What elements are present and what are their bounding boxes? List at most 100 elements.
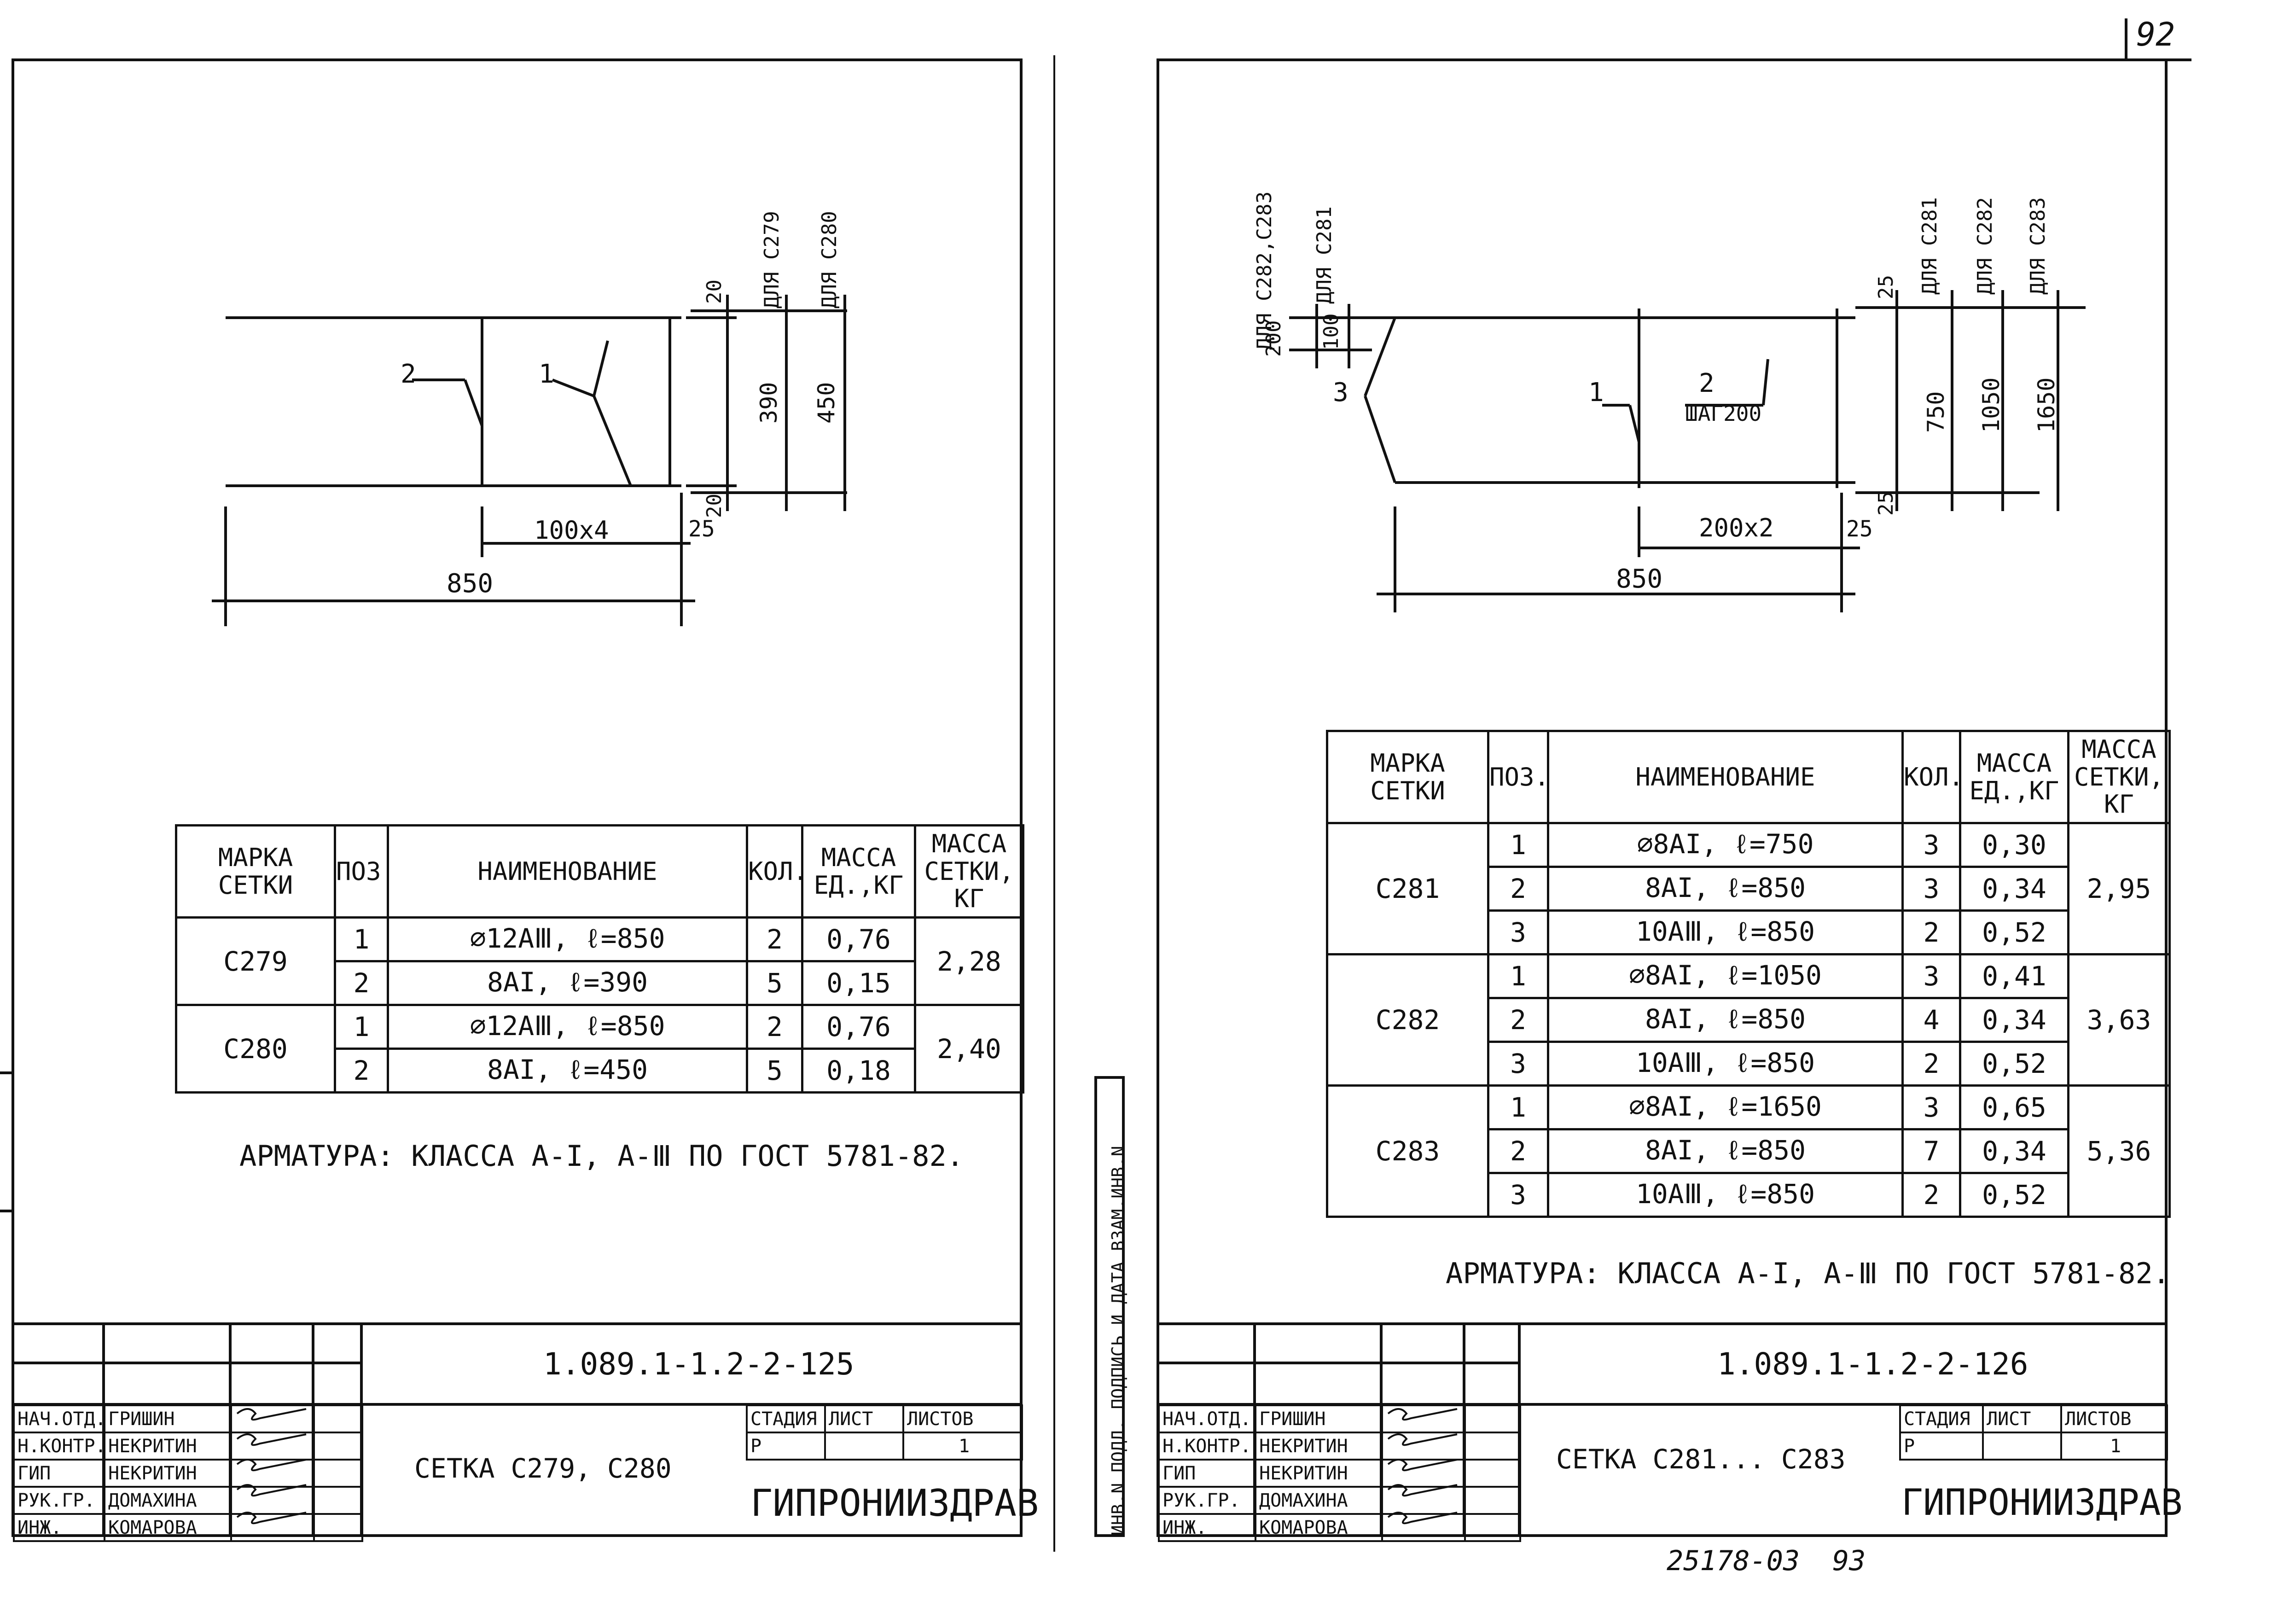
right-dim-width: 850 <box>1616 564 1663 594</box>
table-row: С281 1 ∅8АI, ℓ=750 3 0,30 2,95 <box>1326 822 2171 955</box>
staff-role: НАЧ.ОТД. <box>13 1404 105 1433</box>
staff-role: ГИП <box>1158 1459 1256 1488</box>
signature <box>230 1432 315 1461</box>
left-dim-step: 100x4 <box>534 516 609 545</box>
staff-name: ГРИШИН <box>104 1404 232 1433</box>
signature <box>230 1486 315 1515</box>
sheets-label: ЛИСТОВ <box>902 1404 1023 1433</box>
right-pos3-label: 3 <box>1333 378 1348 407</box>
left-dim-top: 20 <box>703 279 726 304</box>
name-cell: 10АⅢ, ℓ=850 <box>1547 1041 1904 1087</box>
staff-role: Н.КОНТР. <box>1158 1432 1256 1461</box>
name-cell: 8АI, ℓ=850 <box>1547 866 1904 912</box>
qty-cell: 2 <box>746 916 803 962</box>
table-row: С279 1 ∅12АⅢ, ℓ=850 2 0,76 2,28 <box>175 916 1024 1006</box>
mark-cell: С279 <box>175 916 336 1006</box>
right-dim-750: 750 <box>1923 391 1949 433</box>
right-step-note: ШАГ200 <box>1685 401 1762 426</box>
mark-cell: С283 <box>1326 1084 1489 1218</box>
col-pos-header: ПОЗ. <box>1487 730 1549 824</box>
mark-cell: С282 <box>1326 953 1489 1087</box>
bottom-code: 25178-03 <box>1667 1545 1800 1577</box>
left-dim-edge: 25 <box>688 516 715 542</box>
right-drawing-title: СЕТКА С281... С283 <box>1556 1444 1846 1475</box>
staff-role: ГИП <box>13 1459 105 1488</box>
staff-name: КОМАРОВА <box>1255 1513 1383 1542</box>
table-row: 2 8АI, ℓ=850 4 0,34 <box>1327 997 2170 1043</box>
qty-cell: 5 <box>746 960 803 1006</box>
qty-cell: 2 <box>1901 909 1961 955</box>
pos-cell: 3 <box>1487 1041 1549 1087</box>
left-drawing-title: СЕТКА С279, С280 <box>414 1453 672 1484</box>
unit-mass-cell: 0,34 <box>1959 997 2069 1043</box>
right-dim-step: 200x2 <box>1699 513 1774 542</box>
unit-mass-cell: 0,52 <box>1959 1172 2069 1218</box>
mesh-mass-cell: 3,63 <box>2067 953 2171 1087</box>
stage-value: Р <box>746 1432 826 1461</box>
qty-cell: 2 <box>1901 1041 1961 1087</box>
table-row: 2 8АI, ℓ=850 7 0,34 <box>1327 1128 2170 1174</box>
col-mark-header: МАРКА СЕТКИ <box>1326 730 1489 824</box>
right-for-c281: ДЛЯ С281 <box>1918 197 1941 295</box>
mark-cell: С281 <box>1326 822 1489 955</box>
col-unit-mass-header: МАССА ЕД.,КГ <box>801 824 916 919</box>
name-cell: ∅12АⅢ, ℓ=850 <box>387 916 748 962</box>
unit-mass-cell: 0,52 <box>1959 909 2069 955</box>
right-dim-top: 25 <box>1874 275 1898 299</box>
left-note: АРМАТУРА: КЛАССА А-I, А-Ⅲ ПО ГОСТ 5781-8… <box>239 1139 964 1173</box>
signature <box>1381 1459 1466 1488</box>
right-dim-1650: 1650 <box>2033 377 2060 433</box>
name-cell: ∅8АI, ℓ=1650 <box>1547 1084 1904 1130</box>
left-pos2-label: 2 <box>401 359 416 389</box>
name-cell: 10АⅢ, ℓ=850 <box>1547 909 1904 955</box>
sheet-label: ЛИСТ <box>1982 1404 2062 1433</box>
right-note: АРМАТУРА: КЛАССА А-I, А-Ⅲ ПО ГОСТ 5781-8… <box>1446 1257 2170 1290</box>
left-organization: ГИПРОНИИЗДРАВ <box>750 1482 1039 1525</box>
stage-label: СТАДИЯ <box>1899 1404 1984 1433</box>
left-dim-bottom: 20 <box>703 494 726 518</box>
table-row: 2 8АI, ℓ=850 3 0,34 <box>1327 866 2170 912</box>
pos-cell: 1 <box>334 916 389 962</box>
table-row: С283 1 ∅8АI, ℓ=1650 3 0,65 5,36 <box>1326 1084 2171 1218</box>
unit-mass-cell: 0,76 <box>801 916 916 962</box>
table-row: 3 10АⅢ, ℓ=850 2 0,52 <box>1327 909 2170 955</box>
table-row: 3 10АⅢ, ℓ=850 2 0,52 <box>1327 1172 2170 1218</box>
sheet-value <box>824 1432 904 1461</box>
side-stamp: ИНВ.N ПОДЛ. ПОДПИСЬ И ДАТА ВЗАМ.ИНВ.N <box>1108 1146 1128 1536</box>
col-pos-header: ПОЗ. <box>334 824 389 919</box>
pos-cell: 1 <box>1487 1084 1549 1130</box>
mark-cell: С280 <box>175 1004 336 1094</box>
staff-name: НЕКРИТИН <box>1255 1432 1383 1461</box>
col-mesh-mass-header: МАССА СЕТКИ, КГ <box>2067 730 2171 824</box>
staff-name: КОМАРОВА <box>104 1513 232 1542</box>
left-dim-390: 390 <box>756 382 782 424</box>
stage-label: СТАДИЯ <box>746 1404 826 1433</box>
unit-mass-cell: 0,30 <box>1959 822 2069 868</box>
table-row: С282 1 ∅8АI, ℓ=1050 3 0,41 3,63 <box>1326 953 2171 1087</box>
right-dim-200: 200 <box>1262 320 1285 357</box>
sheets-label: ЛИСТОВ <box>2060 1404 2168 1433</box>
qty-cell: 4 <box>1901 997 1961 1043</box>
col-name-header: НАИМЕНОВАНИЕ <box>1547 730 1904 824</box>
name-cell: ∅12АⅢ, ℓ=850 <box>387 1004 748 1050</box>
name-cell: 8АI, ℓ=850 <box>1547 997 1904 1043</box>
qty-cell: 5 <box>746 1048 803 1094</box>
unit-mass-cell: 0,34 <box>1959 1128 2069 1174</box>
unit-mass-cell: 0,41 <box>1959 953 2069 999</box>
right-for-c282: ДЛЯ С282 <box>1973 197 1997 295</box>
pos-cell: 2 <box>1487 997 1549 1043</box>
stage-value: Р <box>1899 1432 1984 1461</box>
pos-cell: 3 <box>1487 1172 1549 1218</box>
col-name-header: НАИМЕНОВАНИЕ <box>387 824 748 919</box>
qty-cell: 7 <box>1901 1128 1961 1174</box>
qty-cell: 3 <box>1901 953 1961 999</box>
staff-name: НЕКРИТИН <box>104 1459 232 1488</box>
pos-cell: 1 <box>1487 953 1549 999</box>
unit-mass-cell: 0,15 <box>801 960 916 1006</box>
name-cell: 8АI, ℓ=450 <box>387 1048 748 1094</box>
qty-cell: 3 <box>1901 866 1961 912</box>
col-unit-mass-header: МАССА ЕД.,КГ <box>1959 730 2069 824</box>
